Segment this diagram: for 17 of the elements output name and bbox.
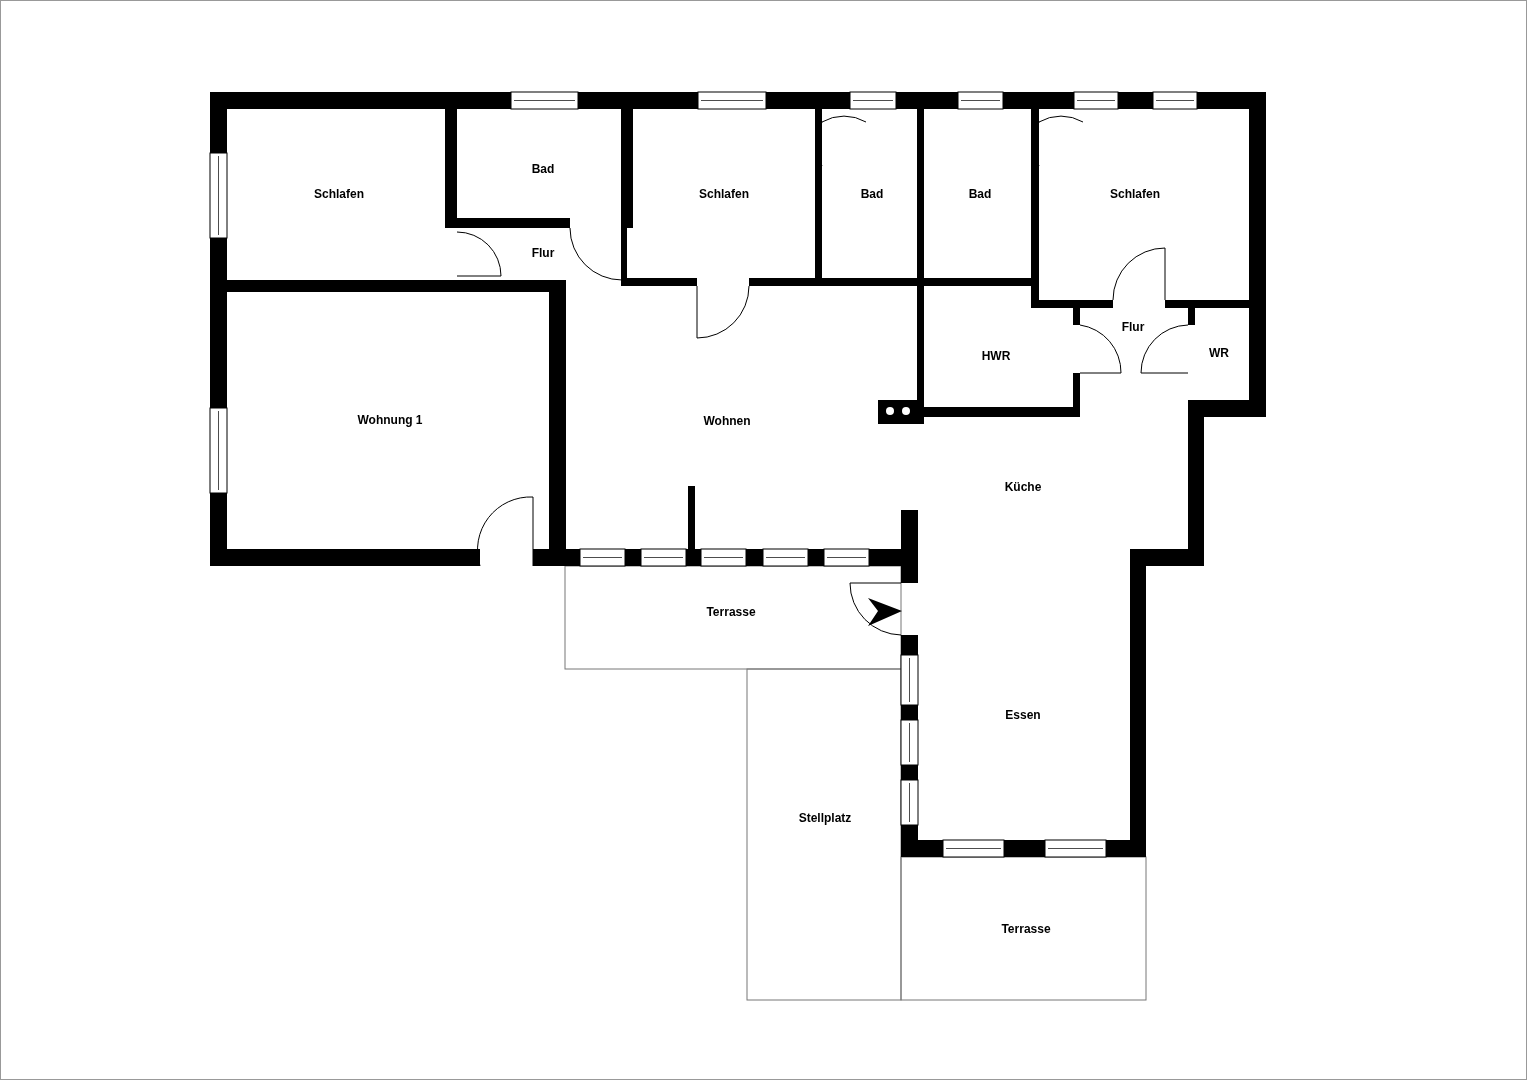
room-label: Bad <box>860 187 884 201</box>
room-label: Schlafen <box>314 187 364 201</box>
room-label: Essen <box>1005 708 1041 722</box>
room-label: Terrasse <box>1001 922 1051 936</box>
room-label: Wohnen <box>703 414 751 428</box>
room-label: Bad <box>531 162 555 176</box>
room-label: Flur <box>1121 320 1145 334</box>
room-label: Wohnung 1 <box>357 413 423 427</box>
room-label: Schlafen <box>699 187 749 201</box>
room-label: HWR <box>981 349 1011 363</box>
room-label: Bad <box>968 187 992 201</box>
room-label: Stellplatz <box>798 811 852 825</box>
room-label: Flur <box>531 246 555 260</box>
room-label: Schlafen <box>1110 187 1160 201</box>
room-label: WR <box>1209 346 1229 360</box>
room-label: Terrasse <box>706 605 756 619</box>
room-label: Küche <box>1004 480 1042 494</box>
